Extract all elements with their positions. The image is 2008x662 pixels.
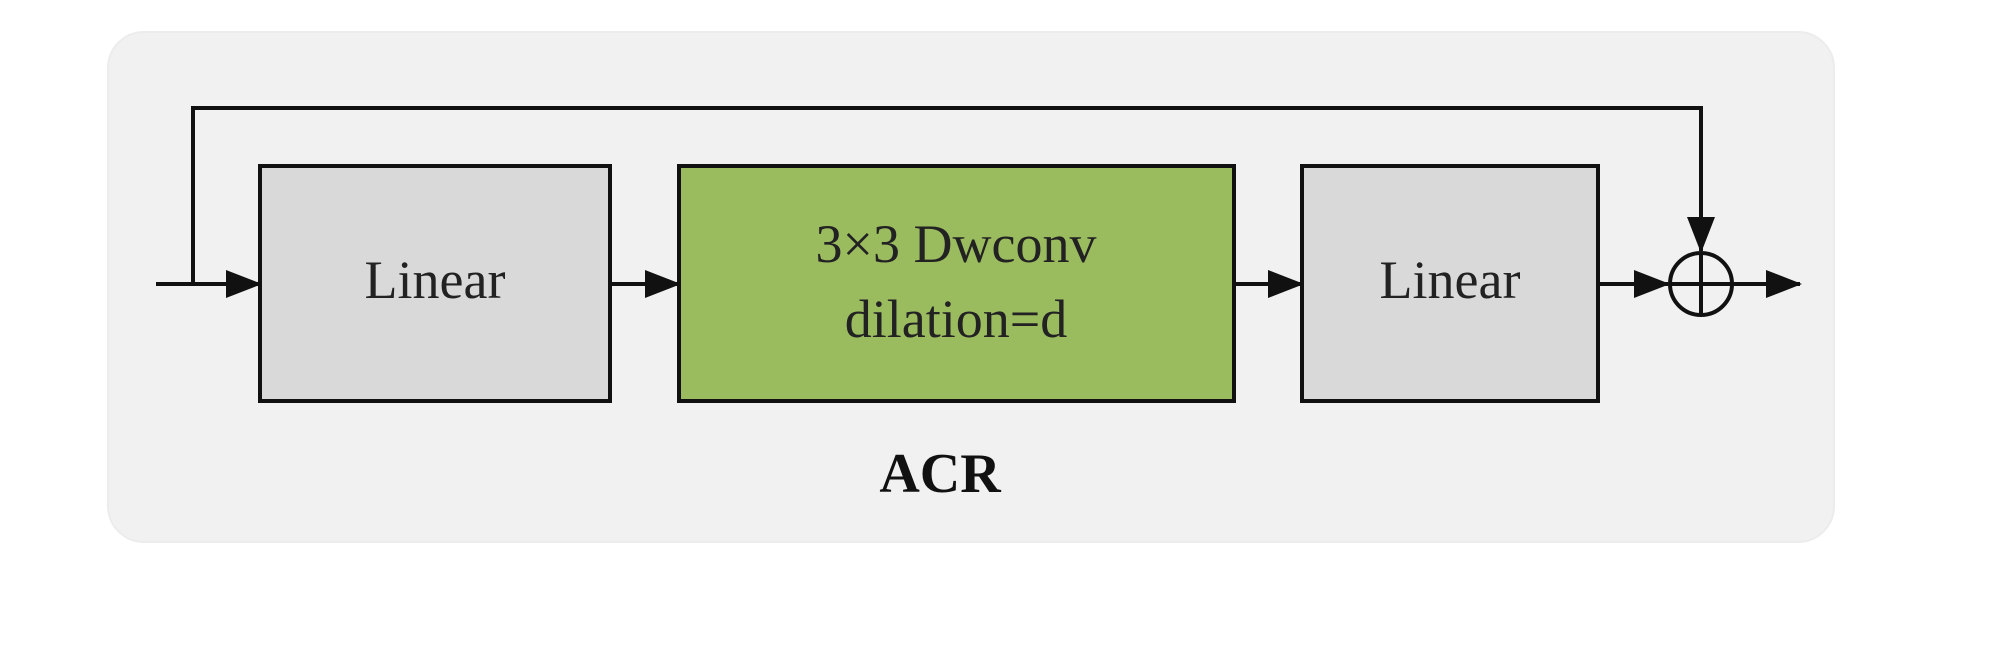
linear-in-label: Linear — [365, 250, 506, 310]
skip-connection — [191, 106, 1715, 284]
diagram-caption: ACR — [879, 443, 1001, 505]
dwconv-block — [677, 164, 1236, 403]
dwconv-label-line1: 3×3 Dwconv — [816, 214, 1097, 274]
sum-icon — [1668, 251, 1734, 317]
dwconv-label-line2: dilation=d — [845, 289, 1067, 349]
linear-out-block — [1300, 164, 1600, 403]
linear-out-label: Linear — [1380, 250, 1521, 310]
linear-in-block — [258, 164, 612, 403]
